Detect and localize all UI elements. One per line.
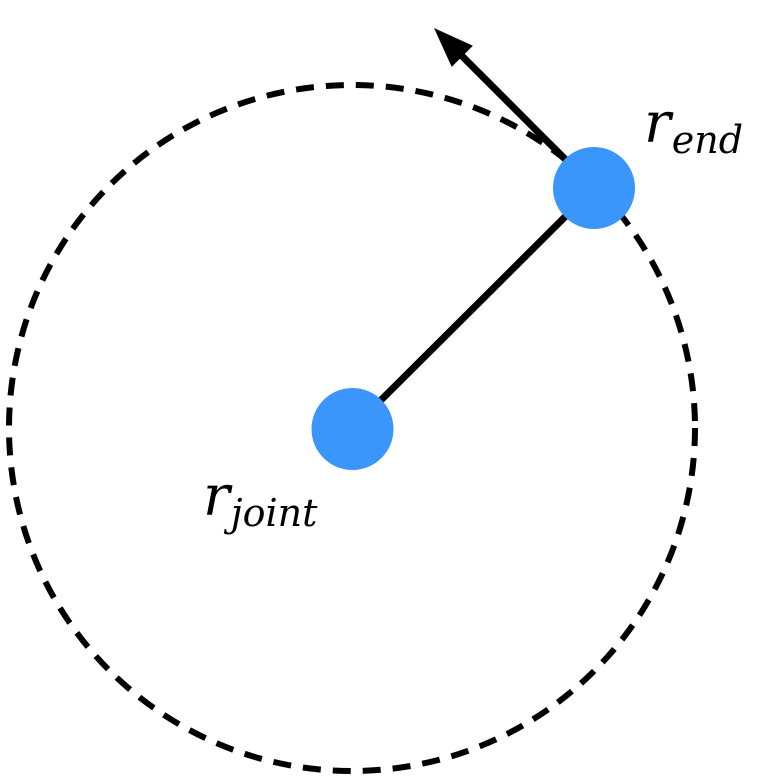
end-label: rend [644, 96, 744, 162]
joint-label-main: r [203, 464, 230, 529]
dashed-orbit-circle [6, 82, 698, 774]
joint-label-subscript: joint [230, 491, 318, 535]
end-dot [553, 147, 635, 229]
joint-dot [311, 388, 394, 470]
joint-label: rjoint [203, 469, 318, 535]
velocity-arrow-head [434, 28, 473, 67]
end-label-main: r [644, 91, 671, 156]
end-label-subscript: end [671, 118, 744, 162]
link-segment [349, 185, 597, 432]
